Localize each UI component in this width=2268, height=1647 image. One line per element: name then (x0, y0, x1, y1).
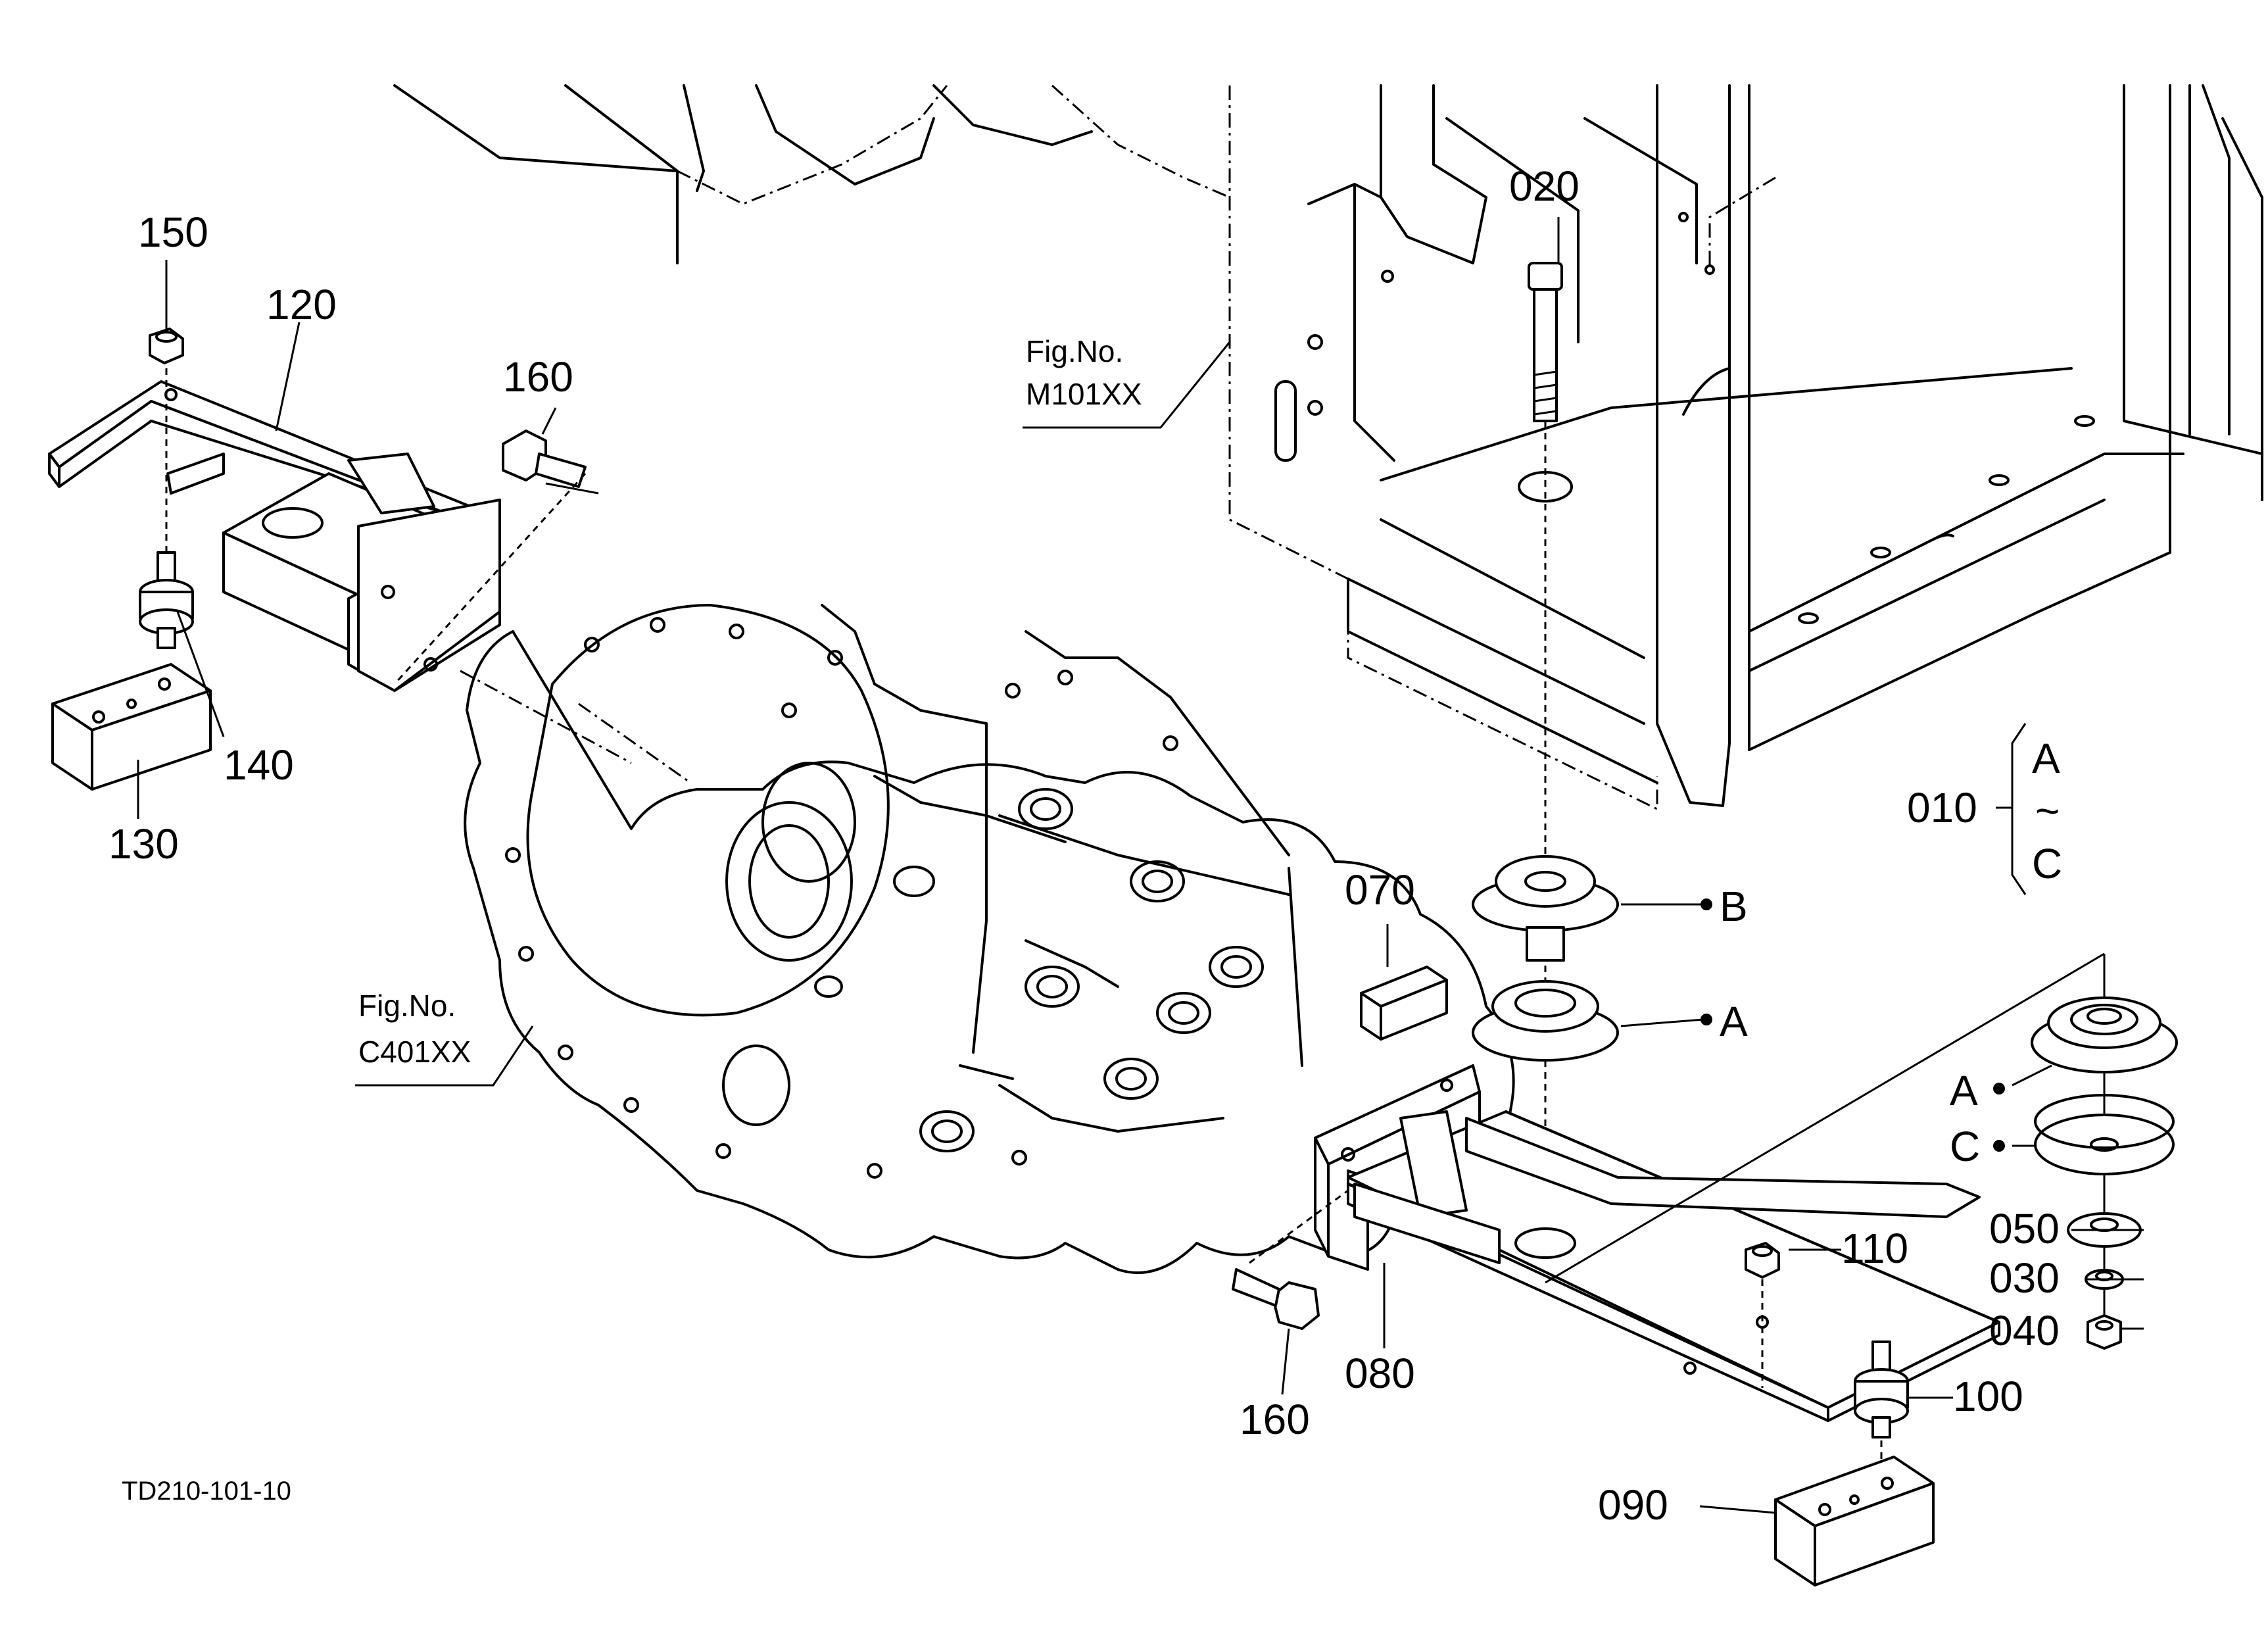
callout-140: 140 (224, 741, 294, 789)
mount-100 (1854, 1340, 1909, 1493)
variant-tilde: ~ (2035, 787, 2060, 835)
variant-a-top: A (2032, 735, 2060, 782)
rubber-070 (1360, 966, 1448, 1041)
variant-a-label: A (1720, 998, 1748, 1045)
callout-150: 150 (138, 209, 208, 256)
leader-lines (137, 217, 2144, 1514)
variant-b-label: B (1720, 883, 1748, 930)
callout-070: 070 (1345, 866, 1415, 914)
bolt-160-top (393, 430, 599, 685)
transmission-case (460, 604, 1515, 1274)
callout-labels: 150 120 160 140 130 020 010 070 110 050 … (109, 162, 2060, 1529)
callout-040: 040 (1989, 1307, 2060, 1354)
callout-160-bottom: 160 (1240, 1396, 1310, 1443)
engine-phantom (393, 84, 1230, 264)
callout-090: 090 (1598, 1481, 1668, 1529)
fig-ref-c401-title: Fig.No. (358, 989, 456, 1023)
callout-100: 100 (1953, 1373, 2023, 1420)
block-090 (1774, 1456, 1935, 1586)
callout-010: 010 (1907, 784, 1977, 831)
block-130 (51, 663, 212, 791)
nut-110 (1745, 1242, 1780, 1388)
bolt-020 (1528, 262, 1563, 1250)
callout-120: 120 (266, 281, 337, 328)
rubber-mount-b (1472, 855, 1619, 962)
callout-160-top: 160 (503, 353, 573, 401)
bracket-080 (1314, 1064, 2000, 1422)
frame-phantom (1228, 84, 2263, 811)
fig-ref-m101-code: M101XX (1026, 377, 1142, 411)
callout-050: 050 (1989, 1205, 2060, 1252)
nut-150 (149, 328, 184, 585)
fig-ref-c401-code: C401XX (358, 1035, 471, 1069)
variant-c-bottom: C (2032, 840, 2062, 887)
callout-130: 130 (109, 820, 179, 868)
variant-a-right: A (1950, 1067, 1978, 1114)
callout-080: 080 (1345, 1350, 1415, 1397)
figure-references: Fig.No. M101XX Fig.No. C401XX (358, 334, 1142, 1069)
leader-dots (1701, 898, 2005, 1152)
variant-c-right: C (1950, 1123, 1980, 1170)
callout-110: 110 (1841, 1225, 1908, 1272)
variant-labels: A ~ C B A A C (1720, 735, 2062, 1170)
fig-ref-m101-title: Fig.No. (1026, 334, 1123, 368)
bolt-160-bottom (1232, 1189, 1349, 1330)
callout-030: 030 (1989, 1254, 2060, 1302)
bracket-120 (48, 380, 501, 692)
rubber-mount-a (1472, 980, 1619, 1062)
callout-020: 020 (1509, 162, 1580, 210)
drawing-code: TD210-101-10 (122, 1477, 291, 1506)
